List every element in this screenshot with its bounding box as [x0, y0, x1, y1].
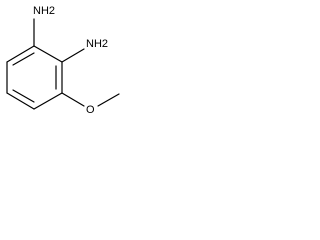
ring-double-bond-c6-c1 [12, 52, 35, 66]
ring-bond-c1-c2 [33, 45, 63, 63]
ring-bond-c6-c1 [6, 45, 35, 63]
ring-bond-c3-c4 [33, 92, 63, 110]
atom-label-nh2-top: NH2 [33, 5, 55, 17]
atom-label-nh2-right: NH2 [86, 38, 108, 50]
bond-c2-nh2 [61, 48, 85, 63]
bond-c3-oxygen [61, 92, 85, 107]
ring-bond-c4-c5 [6, 92, 35, 110]
bond-oxygen-methyl [97, 93, 120, 107]
chemical-structure: NH2 NH2 O [6, 5, 120, 116]
ring-double-bond-c4-c5 [12, 89, 35, 103]
atom-label-oxygen: O [86, 104, 95, 116]
